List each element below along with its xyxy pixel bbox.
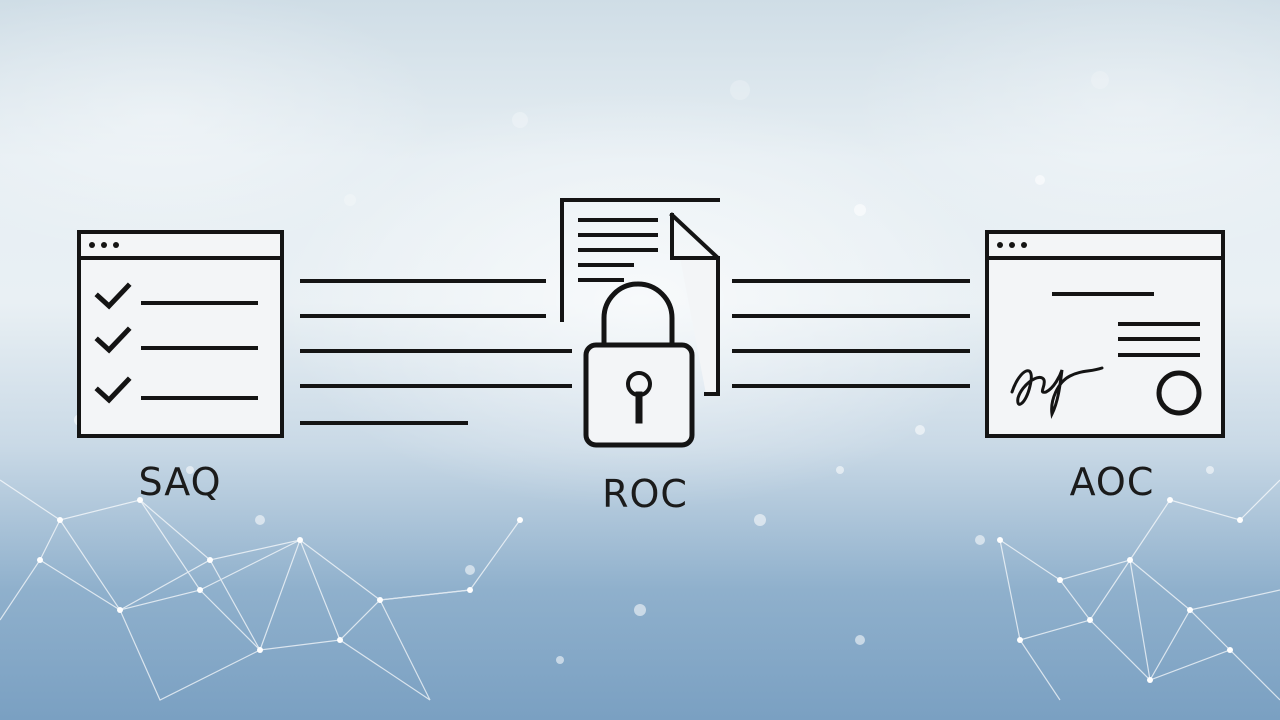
network-left-nodes bbox=[37, 497, 523, 653]
network-right-nodes bbox=[997, 497, 1243, 683]
window-dots-icon bbox=[89, 242, 119, 248]
checklist-window-icon bbox=[77, 230, 284, 438]
bokeh-dots bbox=[74, 71, 1214, 664]
roc-label: ROC bbox=[602, 472, 688, 516]
checkmark-icon bbox=[94, 282, 132, 404]
saq-label: SAQ bbox=[138, 460, 222, 504]
seal-icon bbox=[1156, 370, 1202, 416]
connector-lines-left bbox=[300, 279, 572, 425]
document-text-lines bbox=[578, 218, 658, 282]
connector-lines-right bbox=[732, 279, 970, 388]
aoc-label: AOC bbox=[1069, 460, 1155, 504]
padlock-icon bbox=[583, 281, 695, 448]
locked-document-icon bbox=[560, 198, 720, 448]
signature-icon bbox=[1010, 366, 1104, 419]
window-dots-icon bbox=[997, 242, 1027, 248]
signed-certificate-window-icon bbox=[985, 230, 1225, 438]
